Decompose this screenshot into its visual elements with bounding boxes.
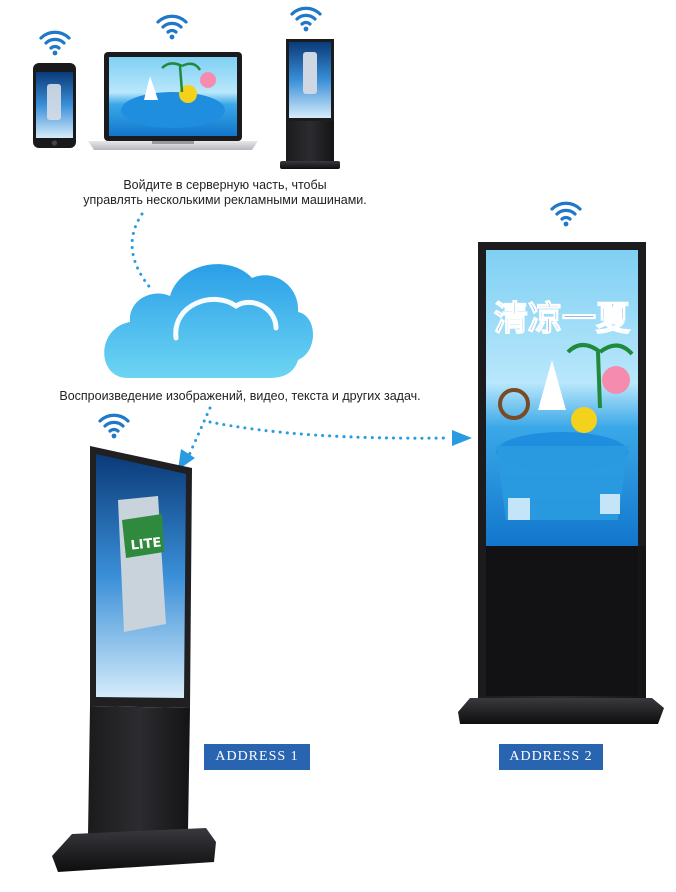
connector-dots [208,420,450,440]
connector-dots [130,212,154,292]
kiosk-right: 清凉一夏 [458,242,664,724]
kiosk-icon [280,39,340,169]
phone-icon [33,63,76,148]
poster-title: 清凉一夏 [494,299,631,339]
cloud-icon [104,264,313,378]
wifi-icon [156,14,188,42]
address-2-label: ADDRESS 2 [499,744,603,770]
can-brand-text: LITE [130,535,162,553]
wifi-icon [98,413,130,440]
wifi-icon [290,6,322,34]
server-caption-line2: управлять несколькими рекламными машинам… [83,193,367,207]
address-1-label: ADDRESS 1 [204,744,310,770]
wifi-icon [39,30,71,58]
kiosk-left: LITE [52,446,216,872]
laptop-icon [88,52,258,150]
connector-dots [184,406,212,464]
arrow-head [178,449,195,470]
server-caption-line1: Войдите в серверную часть, чтобы [123,178,327,192]
playback-caption: Воспроизведение изображений, видео, текс… [59,389,421,403]
wifi-icon [550,201,582,228]
arrow-head [452,430,472,446]
server-caption: Войдите в серверную часть, чтобы управля… [60,178,390,208]
